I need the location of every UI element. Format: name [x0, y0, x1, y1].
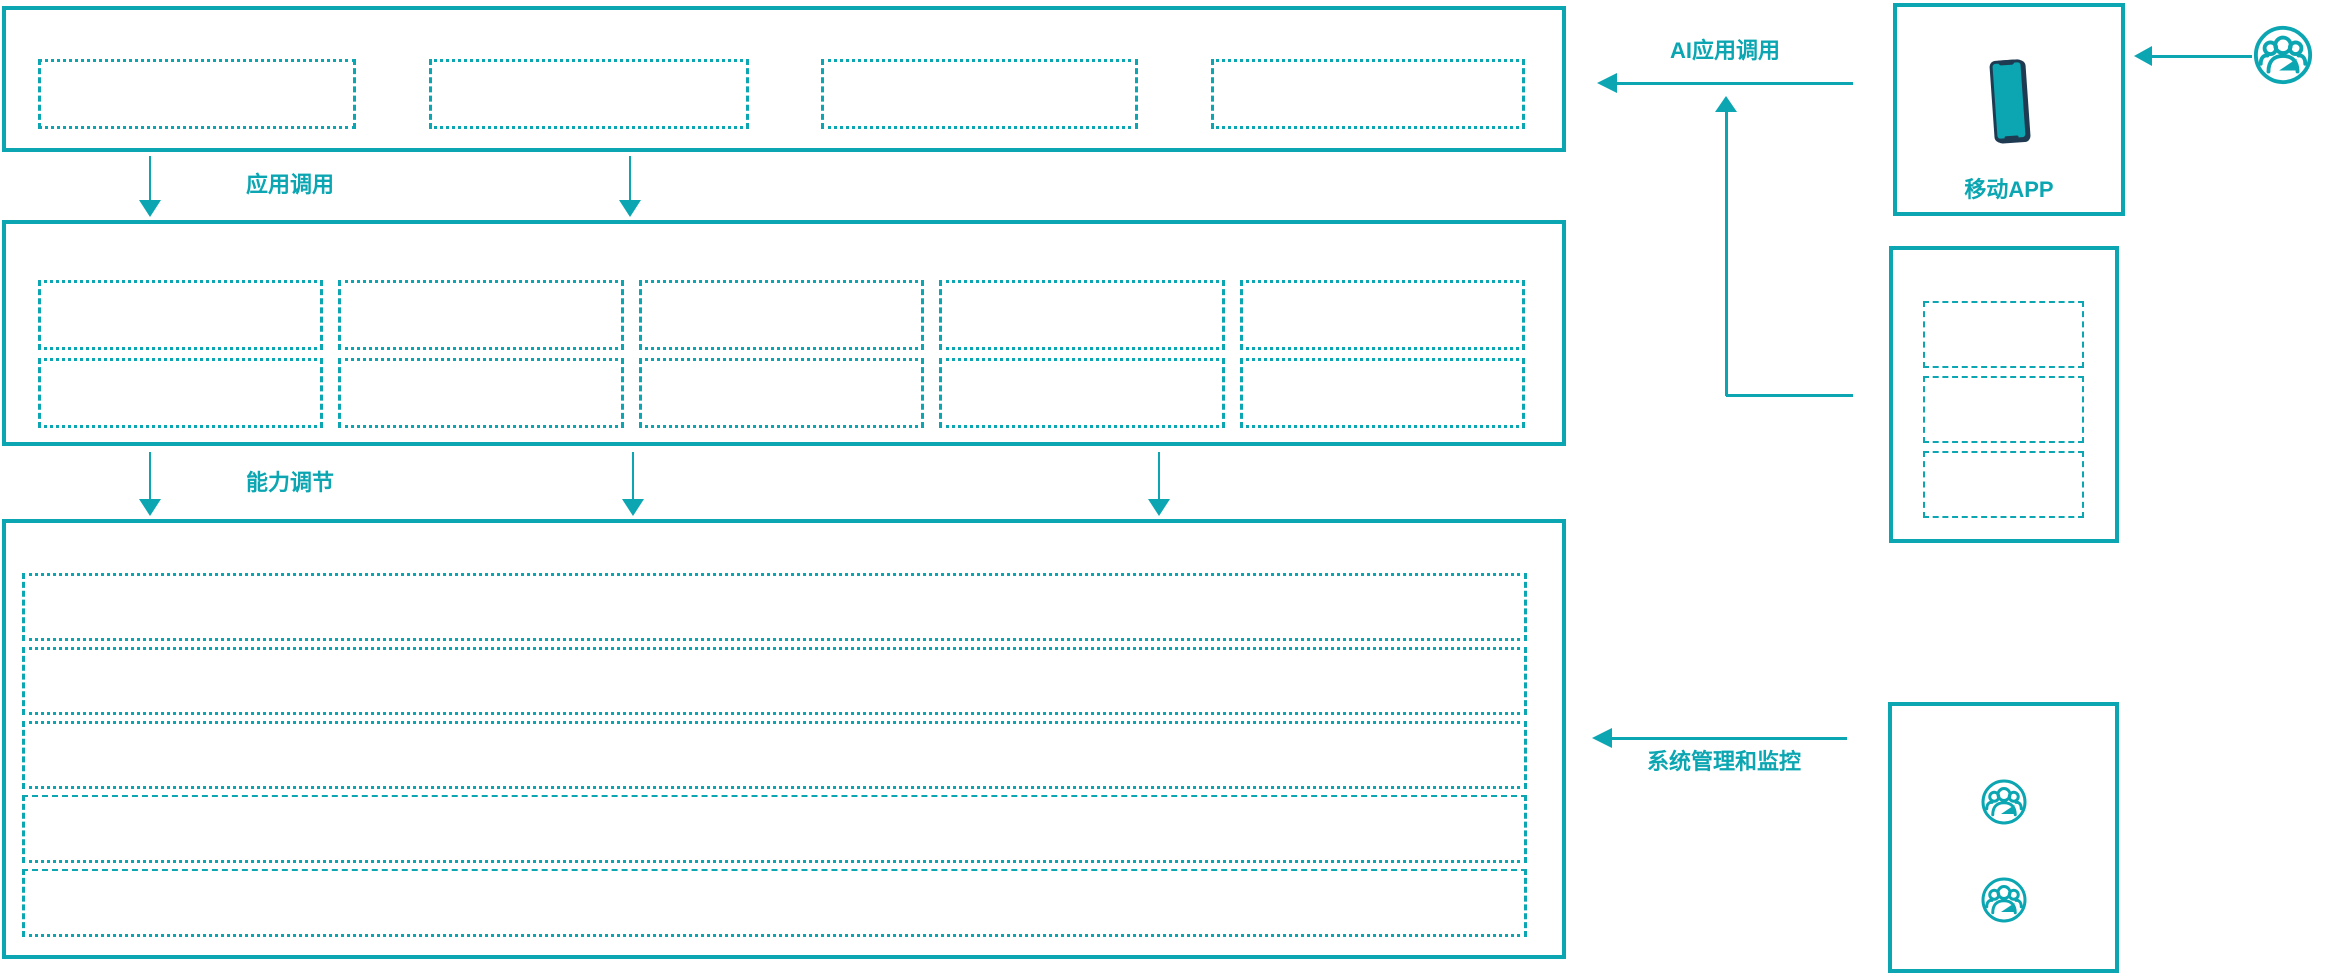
arrow-system-monitor-stem	[1612, 737, 1847, 740]
smartphone-homebar	[2004, 135, 2019, 140]
arrow-ai-app-call-head	[1597, 73, 1617, 93]
bottom-platform-layer-box	[2, 519, 1566, 959]
service-placeholder-1	[1923, 301, 2084, 368]
connector-service-vertical	[1725, 110, 1728, 396]
middle-placeholder-r2c3	[638, 358, 925, 428]
top-placeholder-1	[38, 59, 356, 129]
arrow-app-call-1-stem	[149, 156, 151, 202]
connector-service-head	[1715, 96, 1737, 112]
bottom-row-3	[22, 721, 1527, 789]
arrow-system-monitor-head	[1592, 728, 1612, 748]
arrow-capability-1-head	[139, 499, 161, 516]
users-icon	[2253, 25, 2313, 85]
middle-placeholder-r1c3	[638, 280, 925, 350]
middle-placeholder-r2c2	[338, 358, 624, 428]
mobile-app-box: 移动APP	[1893, 3, 2125, 216]
admin-users-box	[1888, 702, 2119, 973]
ai-app-call-label: AI应用调用	[1670, 38, 1781, 63]
service-box	[1889, 246, 2119, 543]
bottom-row-1	[22, 573, 1527, 641]
smartphone-icon	[1989, 58, 2029, 144]
arrow-user-to-app-stem	[2150, 55, 2252, 58]
arrow-capability-2-head	[622, 499, 644, 516]
service-placeholder-2	[1923, 376, 2084, 443]
arrow-app-call-2-stem	[629, 156, 631, 202]
service-placeholder-3	[1923, 451, 2084, 518]
arrow-capability-1-stem	[149, 452, 151, 500]
users-icon	[1981, 877, 2026, 923]
arrow-capability-2-stem	[632, 452, 634, 500]
app-call-label: 应用调用	[246, 172, 335, 197]
arrow-app-call-1-head	[139, 200, 161, 217]
middle-placeholder-r1c5	[1239, 280, 1525, 350]
middle-placeholder-r2c4	[939, 358, 1225, 428]
middle-placeholder-r2c5	[1239, 358, 1525, 428]
top-application-layer-box	[2, 6, 1566, 152]
users-icon	[1981, 779, 2026, 825]
arrow-capability-3-stem	[1158, 452, 1160, 500]
middle-capability-layer-box	[2, 220, 1566, 446]
bottom-row-4	[22, 795, 1527, 863]
top-placeholder-2	[428, 59, 749, 129]
middle-placeholder-r1c4	[939, 280, 1225, 350]
arrow-user-to-app-head	[2134, 46, 2152, 66]
top-placeholder-4	[1210, 59, 1525, 129]
arrow-capability-3-head	[1148, 499, 1170, 516]
middle-placeholder-r1c2	[338, 280, 624, 350]
arrow-app-call-2-head	[619, 200, 641, 217]
mobile-app-label: 移动APP	[1964, 177, 2054, 202]
capability-adjust-label: 能力调节	[246, 470, 335, 495]
bottom-row-5	[22, 869, 1527, 937]
top-placeholder-3	[821, 59, 1139, 129]
system-monitor-label: 系统管理和监控	[1647, 749, 1802, 774]
middle-placeholder-r1c1	[38, 280, 324, 350]
middle-placeholder-r2c1	[38, 358, 324, 428]
arrow-ai-app-call-stem	[1616, 82, 1853, 85]
connector-service-horizontal	[1726, 394, 1853, 397]
smartphone-screen	[1992, 62, 2026, 139]
bottom-row-2	[22, 647, 1527, 715]
